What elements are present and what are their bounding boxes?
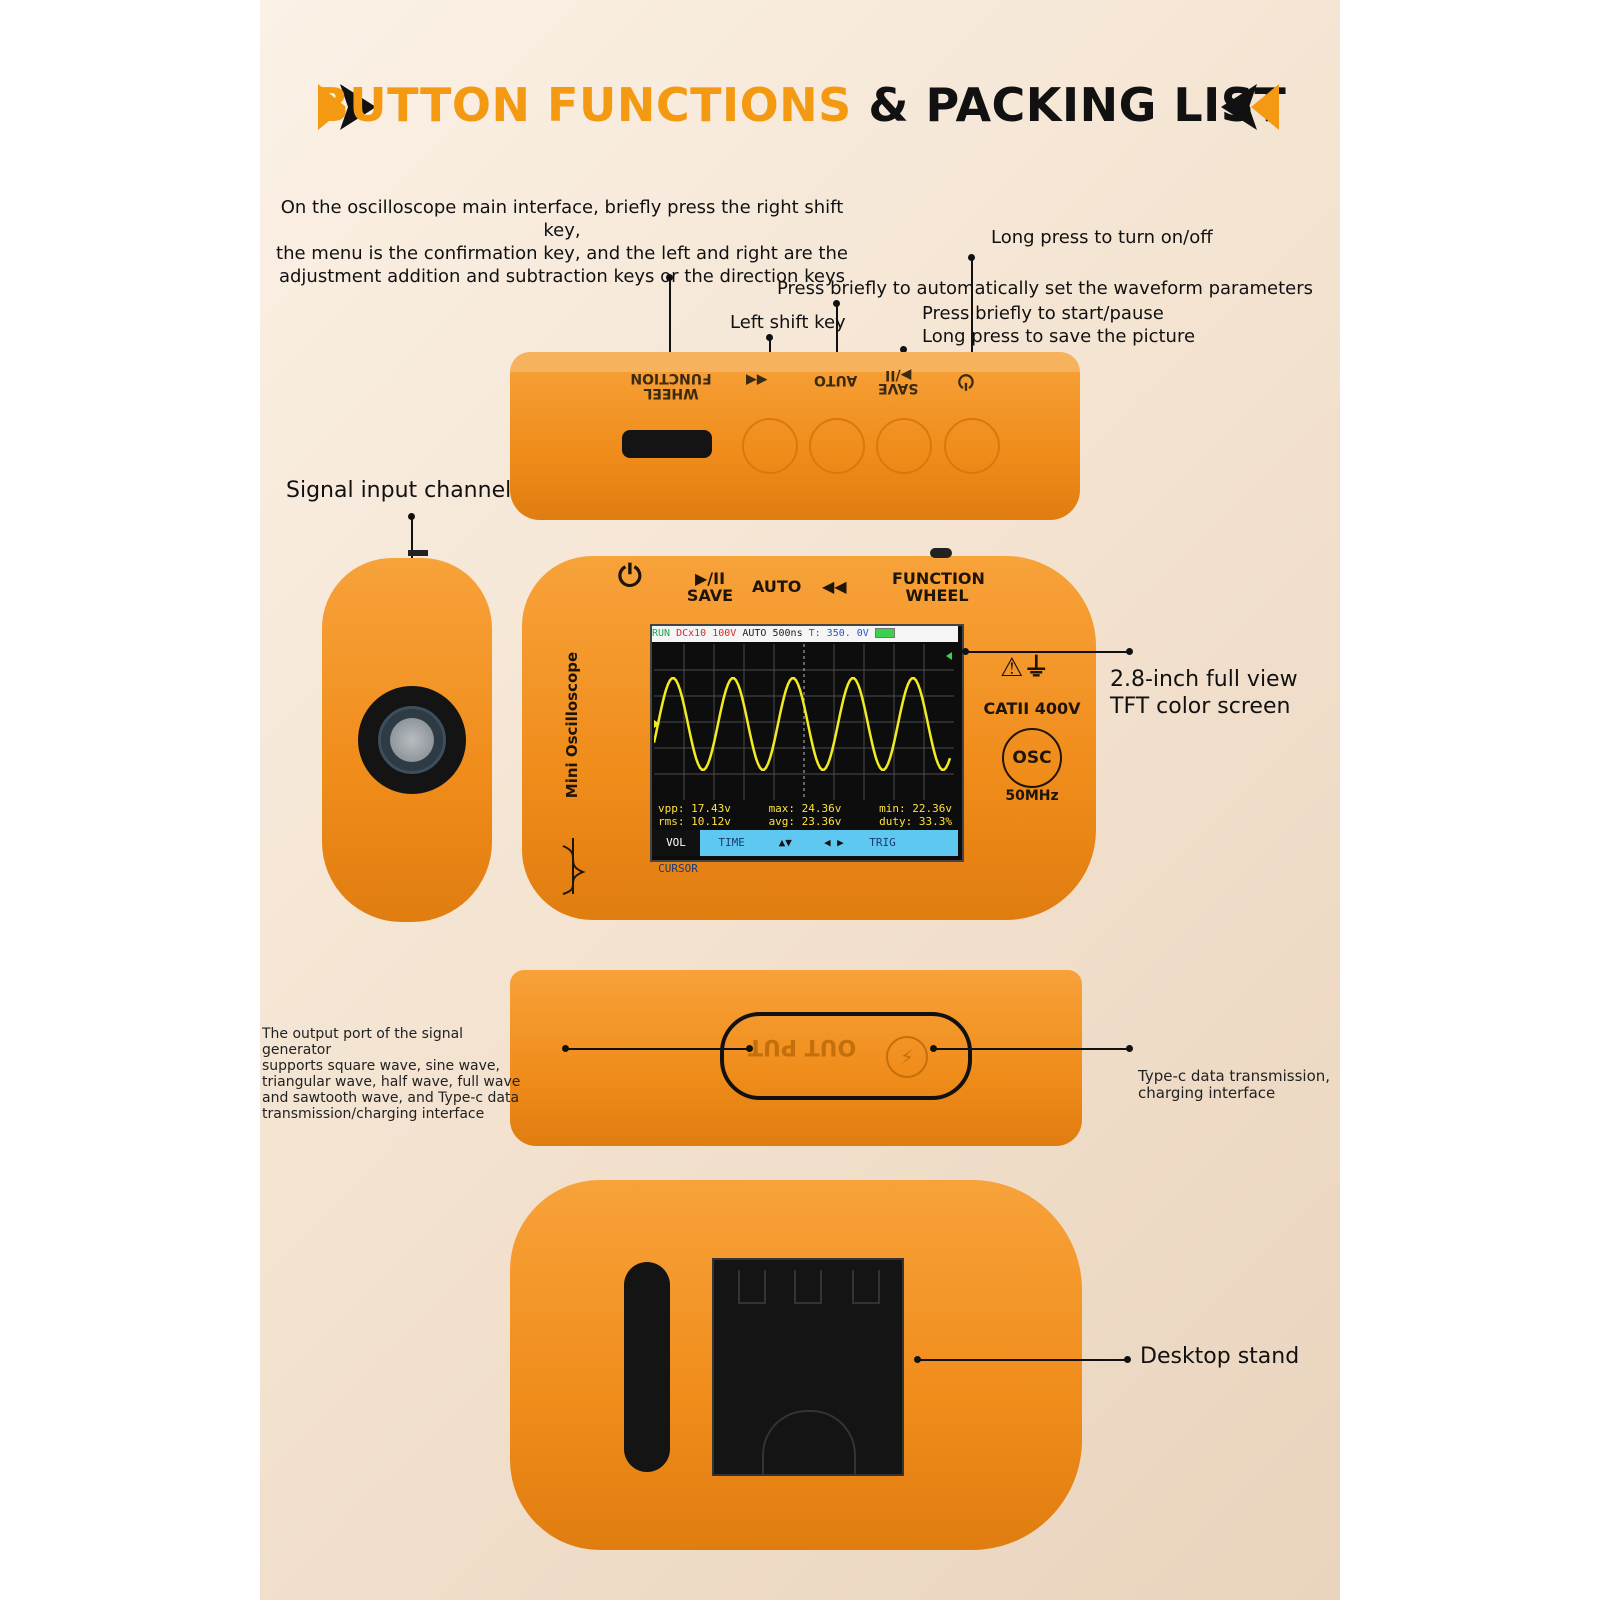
charge-icon: ⚡	[886, 1036, 928, 1078]
bandwidth-label: 50MHz	[1005, 788, 1059, 804]
osc-badge: OSC	[1002, 728, 1062, 788]
front-function-label: FUNCTION WHEEL	[892, 569, 985, 605]
signal-input-label: Signal input channel	[286, 478, 512, 503]
left-shift-button[interactable]	[742, 418, 798, 474]
menu-time[interactable]: TIME	[718, 836, 745, 849]
product-panel: BUTTON FUNCTIONS & PACKING LIST On the o…	[260, 0, 1340, 1600]
top-left-shift-icon: ◀◀	[746, 372, 768, 388]
menu-vol[interactable]: VOL	[652, 830, 700, 856]
tft-screen: RUN DCx10 100V AUTO 500ns T: 350. 0V	[650, 624, 964, 875]
screen-status-bar: RUN DCx10 100V AUTO 500ns T: 350. 0V	[652, 626, 958, 642]
output-port-label: OUT PUT	[748, 1034, 857, 1059]
leader-dot	[766, 334, 773, 341]
front-save-label: ▶/II SAVE	[686, 569, 734, 605]
top-save-label: SAVE ▶/II	[878, 367, 919, 396]
leader-dot	[408, 513, 415, 520]
leader-dot	[833, 300, 840, 307]
menu-cursor[interactable]: CURSOR	[658, 862, 698, 875]
brand-label: Mini Oscilloscope	[563, 651, 581, 799]
power-button[interactable]	[944, 418, 1000, 474]
auto-note: Press briefly to automatically set the w…	[777, 278, 1314, 299]
menu-leftright-icon[interactable]: ◀ ▶	[823, 836, 844, 849]
screen-menu-bar: VOL TIME ▲▼ ◀ ▶ TRIG CURSOR	[652, 830, 958, 875]
wave-logo-icon	[562, 838, 586, 895]
back-grip	[624, 1262, 670, 1472]
leader-line	[565, 1048, 751, 1050]
warning-ground-icon: ⚠⏚	[1000, 653, 1050, 683]
leader-dot	[1126, 1045, 1133, 1052]
leader-line	[933, 1048, 1129, 1050]
top-function-wheel-label: WHEEL FUNCTION	[630, 370, 712, 401]
waveform-display	[654, 644, 954, 800]
leader-dot	[746, 1045, 753, 1052]
title-arrow-left-icon	[318, 84, 376, 130]
save-note: Press briefly to start/pause Long press …	[922, 303, 1196, 347]
device-top-view: WHEEL FUNCTION ◀◀ AUTO SAVE ▶/II ⏻	[510, 352, 1080, 520]
brand-block: Mini Oscilloscope	[558, 636, 588, 895]
device-bottom-view: OUT PUT ⚡	[510, 970, 1082, 1146]
leader-line	[971, 258, 973, 412]
left-shift-note: Left shift key	[730, 312, 846, 333]
leader-line	[964, 651, 1130, 653]
screen-annotation: 2.8-inch full view TFT color screen	[1110, 667, 1298, 719]
main-interface-note: On the oscilloscope main interface, brie…	[276, 197, 848, 287]
desktop-stand[interactable]	[712, 1258, 904, 1476]
function-wheel[interactable]	[622, 430, 712, 458]
leader-dot	[1126, 648, 1133, 655]
device-side-view	[322, 550, 492, 922]
rating-label: CATII 400V	[983, 699, 1081, 718]
leader-dot	[968, 254, 975, 261]
leader-dot	[666, 274, 673, 281]
output-port-note: The output port of the signal generator …	[262, 1026, 521, 1122]
top-power-icon: ⏻	[958, 370, 974, 394]
device-front-view: ⏻ ▶/II SAVE AUTO ◀◀ FUNCTION WHEEL Mini …	[522, 548, 1096, 920]
menu-updown-icon[interactable]: ▲▼	[778, 836, 792, 849]
power-note: Long press to turn on/off	[991, 227, 1213, 248]
device-back-view	[510, 1180, 1082, 1550]
typec-note: Type-c data transmission, charging inter…	[1138, 1067, 1331, 1102]
menu-trig[interactable]: TRIG	[869, 836, 896, 849]
auto-button[interactable]	[809, 418, 865, 474]
typec-port-outline	[720, 1012, 972, 1100]
signal-input-jack[interactable]	[358, 686, 466, 794]
front-auto-label: AUTO	[752, 577, 802, 596]
leader-line	[917, 1359, 1127, 1361]
desktop-stand-label: Desktop stand	[1140, 1344, 1300, 1369]
leader-dot	[900, 346, 907, 353]
top-auto-label: AUTO	[814, 372, 858, 388]
battery-icon	[874, 628, 895, 638]
page-title: BUTTON FUNCTIONS & PACKING LIST	[313, 78, 1287, 132]
save-button[interactable]	[876, 418, 932, 474]
front-left-shift-icon: ◀◀	[822, 577, 847, 596]
leader-line	[669, 278, 671, 416]
title-arrow-right-icon	[1221, 84, 1279, 130]
leader-dot	[1124, 1356, 1131, 1363]
front-power-icon: ⏻	[618, 559, 642, 594]
